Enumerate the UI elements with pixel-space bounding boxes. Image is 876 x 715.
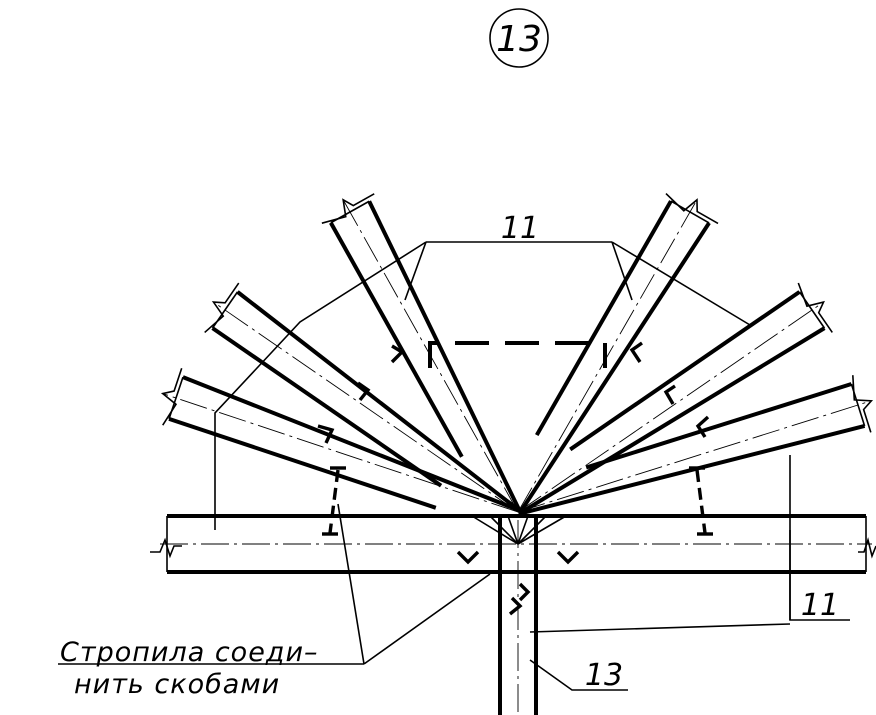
rafter-left-high-edge-b [329,221,464,458]
ray-6 [517,515,567,545]
leader-note-2 [363,573,491,665]
rafter-right-low-edge-a [518,424,866,516]
break-mark-right [858,537,876,559]
rafter-left-mid-edge-b [211,326,443,488]
staple-7 [456,550,480,565]
ray-4 [517,515,529,545]
leader-top-left-2 [404,241,427,301]
rafter-left-low-break-mark [160,368,183,426]
node-circle [489,8,549,68]
rafter-right-low-axis [517,400,872,513]
bolt-right [695,469,707,534]
ray-2 [489,515,519,545]
node-number: 13 [496,19,542,60]
rafter-right-high-axis [517,199,698,513]
staples [317,341,713,616]
note-line-1: Стропила соеди– [60,637,319,668]
note-line-2: нить скобами [74,669,280,700]
staple-6 [695,415,710,438]
staple-8 [556,550,580,565]
rafter-right-low-break-mark [852,375,874,433]
rafter-left-mid-break-mark [204,282,240,334]
bolt-left [328,469,340,534]
break-mark-left [150,537,182,559]
leader-top-left [214,241,427,530]
rafters-group [160,193,874,516]
rafter-left-high [321,193,522,513]
callout-right-rafter: 11 [801,588,839,623]
callout-post: 13 [585,658,623,693]
staple-4 [629,341,643,363]
rafter-left-high-edge-a [367,200,522,512]
rafter-right-high-break-mark [665,193,719,225]
rafter-right-mid-edge-a [518,326,826,516]
leader-post [529,659,628,691]
staple-5 [663,384,676,405]
vertical-post [498,516,538,715]
ray-1 [471,515,519,545]
rafter-left-low-edge-b [168,416,437,510]
staple-2 [357,381,371,402]
rafter-right-mid-edge-b [569,290,801,452]
rafter-left-mid-edge-a [236,290,521,512]
staple-10 [518,582,531,602]
callout-top-rafters: 11 [501,211,539,246]
leaders [58,241,850,691]
staple-9 [508,596,523,616]
staple-3 [317,424,335,444]
hidden-tie-line [428,341,607,368]
ray-3 [507,515,519,545]
rafter-right-low-edge-b [585,382,852,470]
ray-5 [517,515,547,545]
rafter-right-mid [517,282,833,516]
leader-top-right [611,241,751,326]
convergence-lines [471,515,567,545]
rafter-left-low-edge-a [182,375,520,512]
rafter-left-mid [204,282,521,513]
rafter-right-low [517,375,874,516]
hidden-tie [428,341,607,368]
rafter-right-mid-axis [517,301,824,513]
node-marker: 13 [489,8,549,68]
rafter-right-high [517,193,719,515]
rafter-left-low [160,368,520,513]
rafter-left-high-break-mark [321,193,375,224]
leader-note-1 [337,503,365,665]
rafter-right-high-edge-b [535,200,673,437]
rafter-left-mid-axis [213,301,519,513]
horizontal-beam [150,514,876,574]
rafter-right-high-edge-a [518,221,711,515]
leader-top-right-2 [611,241,633,301]
staple-1 [390,344,405,364]
rafter-left-low-axis [162,393,519,513]
leader-post-to-right [529,623,791,633]
rafter-right-mid-break-mark [797,282,833,333]
